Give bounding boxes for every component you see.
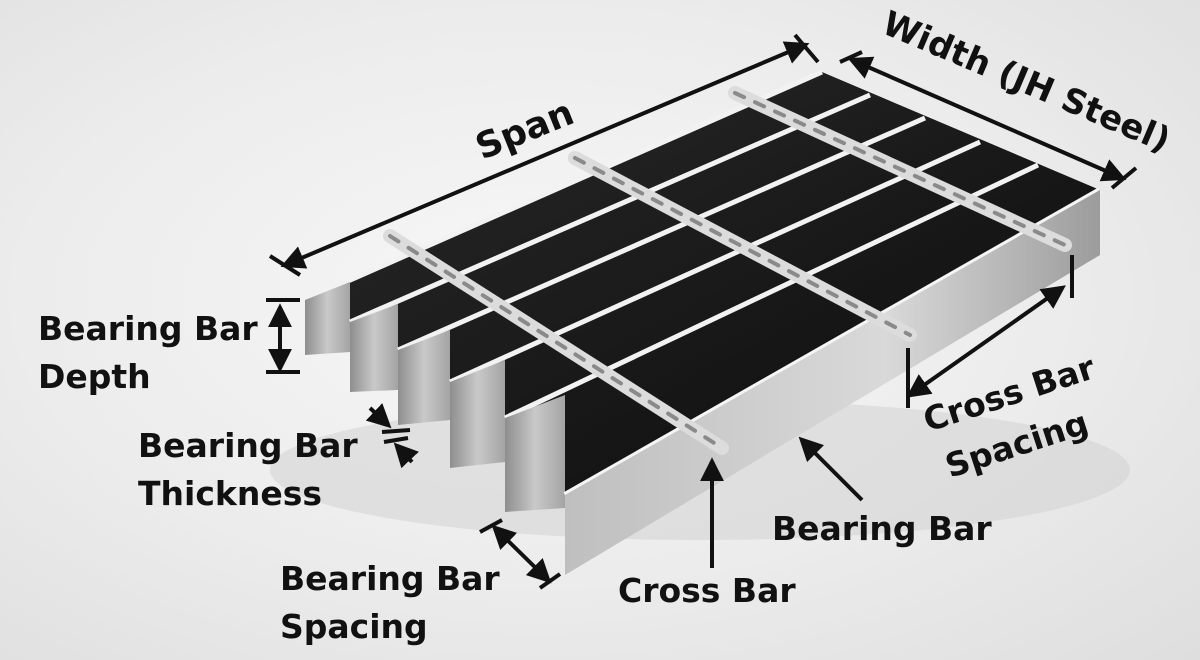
bearing-bar-label: Bearing Bar: [772, 509, 992, 548]
cross-bar-label: Cross Bar: [618, 571, 796, 610]
thickness-tick-1: [381, 428, 411, 434]
span-tick-start: [268, 254, 302, 277]
thickness-arrow-bottom: [393, 442, 419, 469]
bearing-bar-depth-label-line-1: Bearing Bar: [38, 309, 258, 348]
span-label: Span: [470, 92, 580, 168]
bearing-bar-5: [503, 162, 1040, 421]
cross-bar-1-twist: [388, 234, 724, 450]
bearing-bar-spacing-label-line-2: Spacing: [280, 607, 428, 646]
bearing-bar-depth-label-line-2: Depth: [38, 357, 151, 396]
thickness-arrow-top: [365, 403, 392, 429]
cross-bar-spacing-arrow: [906, 285, 1066, 398]
bearing-bar-thickness-label-line-2: Thickness: [138, 474, 322, 513]
span-dimension-arrow: [280, 41, 810, 269]
bearing-bar-1-face: [305, 282, 350, 355]
spacing-tick-1: [479, 518, 503, 534]
bearing-bar-4-face: [450, 360, 505, 468]
bearing-bar-thickness-label-line-1: Bearing Bar: [138, 426, 358, 465]
spacing-dimension-arrow: [491, 524, 552, 584]
width-tick-end: [1110, 166, 1138, 190]
bearing-bar-pointer: [798, 436, 864, 502]
bearing-bar-spacing-label-line-1: Bearing Bar: [280, 559, 500, 598]
bearing-bar-3-face: [398, 330, 450, 425]
span-tick-end: [793, 33, 820, 64]
bearing-bar-5-face: [505, 395, 565, 512]
bearing-bar-2-face: [350, 304, 398, 392]
dimension-lines: [266, 33, 1138, 590]
spacing-tick-2: [538, 572, 562, 590]
width-tick-start: [839, 50, 863, 64]
thickness-tick-2: [383, 436, 409, 444]
cross-bar-2-twist: [573, 156, 912, 337]
width-dimension-arrow: [847, 56, 1127, 182]
